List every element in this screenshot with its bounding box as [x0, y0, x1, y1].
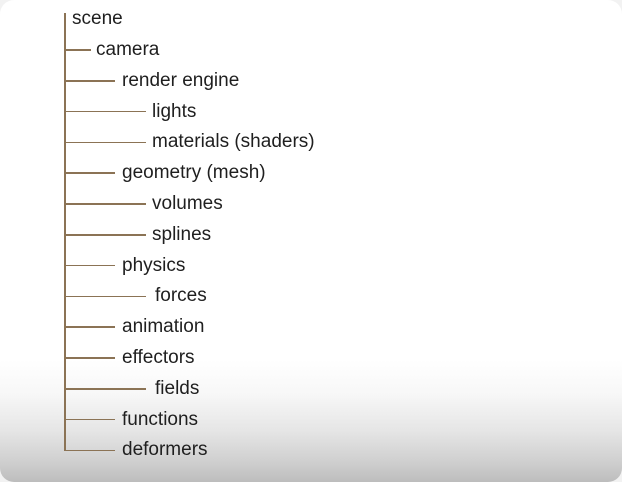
tree-connector-line [64, 388, 146, 390]
tree-node-label: splines [152, 223, 212, 245]
tree-node-label: functions [122, 408, 199, 430]
tree-connector-line [64, 418, 115, 421]
tree-node-label: volumes [152, 193, 223, 214]
tree-connector-line [64, 80, 115, 82]
tree-connector-line [64, 295, 146, 298]
tree-node-label: animation [122, 316, 205, 338]
tree-connector-line [64, 234, 146, 236]
tree-node-label: forces [155, 285, 207, 307]
tree-node-label: fields [155, 377, 200, 399]
tree-connector-line [64, 357, 115, 359]
tree-connector-line [64, 110, 146, 113]
tree-connector-line [64, 172, 115, 174]
tree-trunk-line [64, 13, 66, 450]
tree-node-label: materials (shaders) [152, 131, 315, 153]
tree-node-label: deformers [122, 439, 208, 461]
tree-connector-line [64, 203, 146, 205]
tree-connector-line [64, 141, 146, 144]
tree-connector-line [64, 264, 115, 267]
tree-root-label: scene [72, 8, 123, 29]
tree-connector-line [64, 49, 91, 51]
tree-node-label: geometry (mesh) [122, 162, 266, 184]
tree-node-label: effectors [122, 347, 195, 368]
tree-node-label: render engine [122, 69, 240, 91]
tree-node-label: physics [122, 254, 186, 276]
tree-connector-line [64, 326, 115, 328]
tree-node-label: lights [152, 100, 197, 122]
tree-node-label: camera [96, 39, 160, 60]
tree-connector-line [64, 449, 115, 452]
